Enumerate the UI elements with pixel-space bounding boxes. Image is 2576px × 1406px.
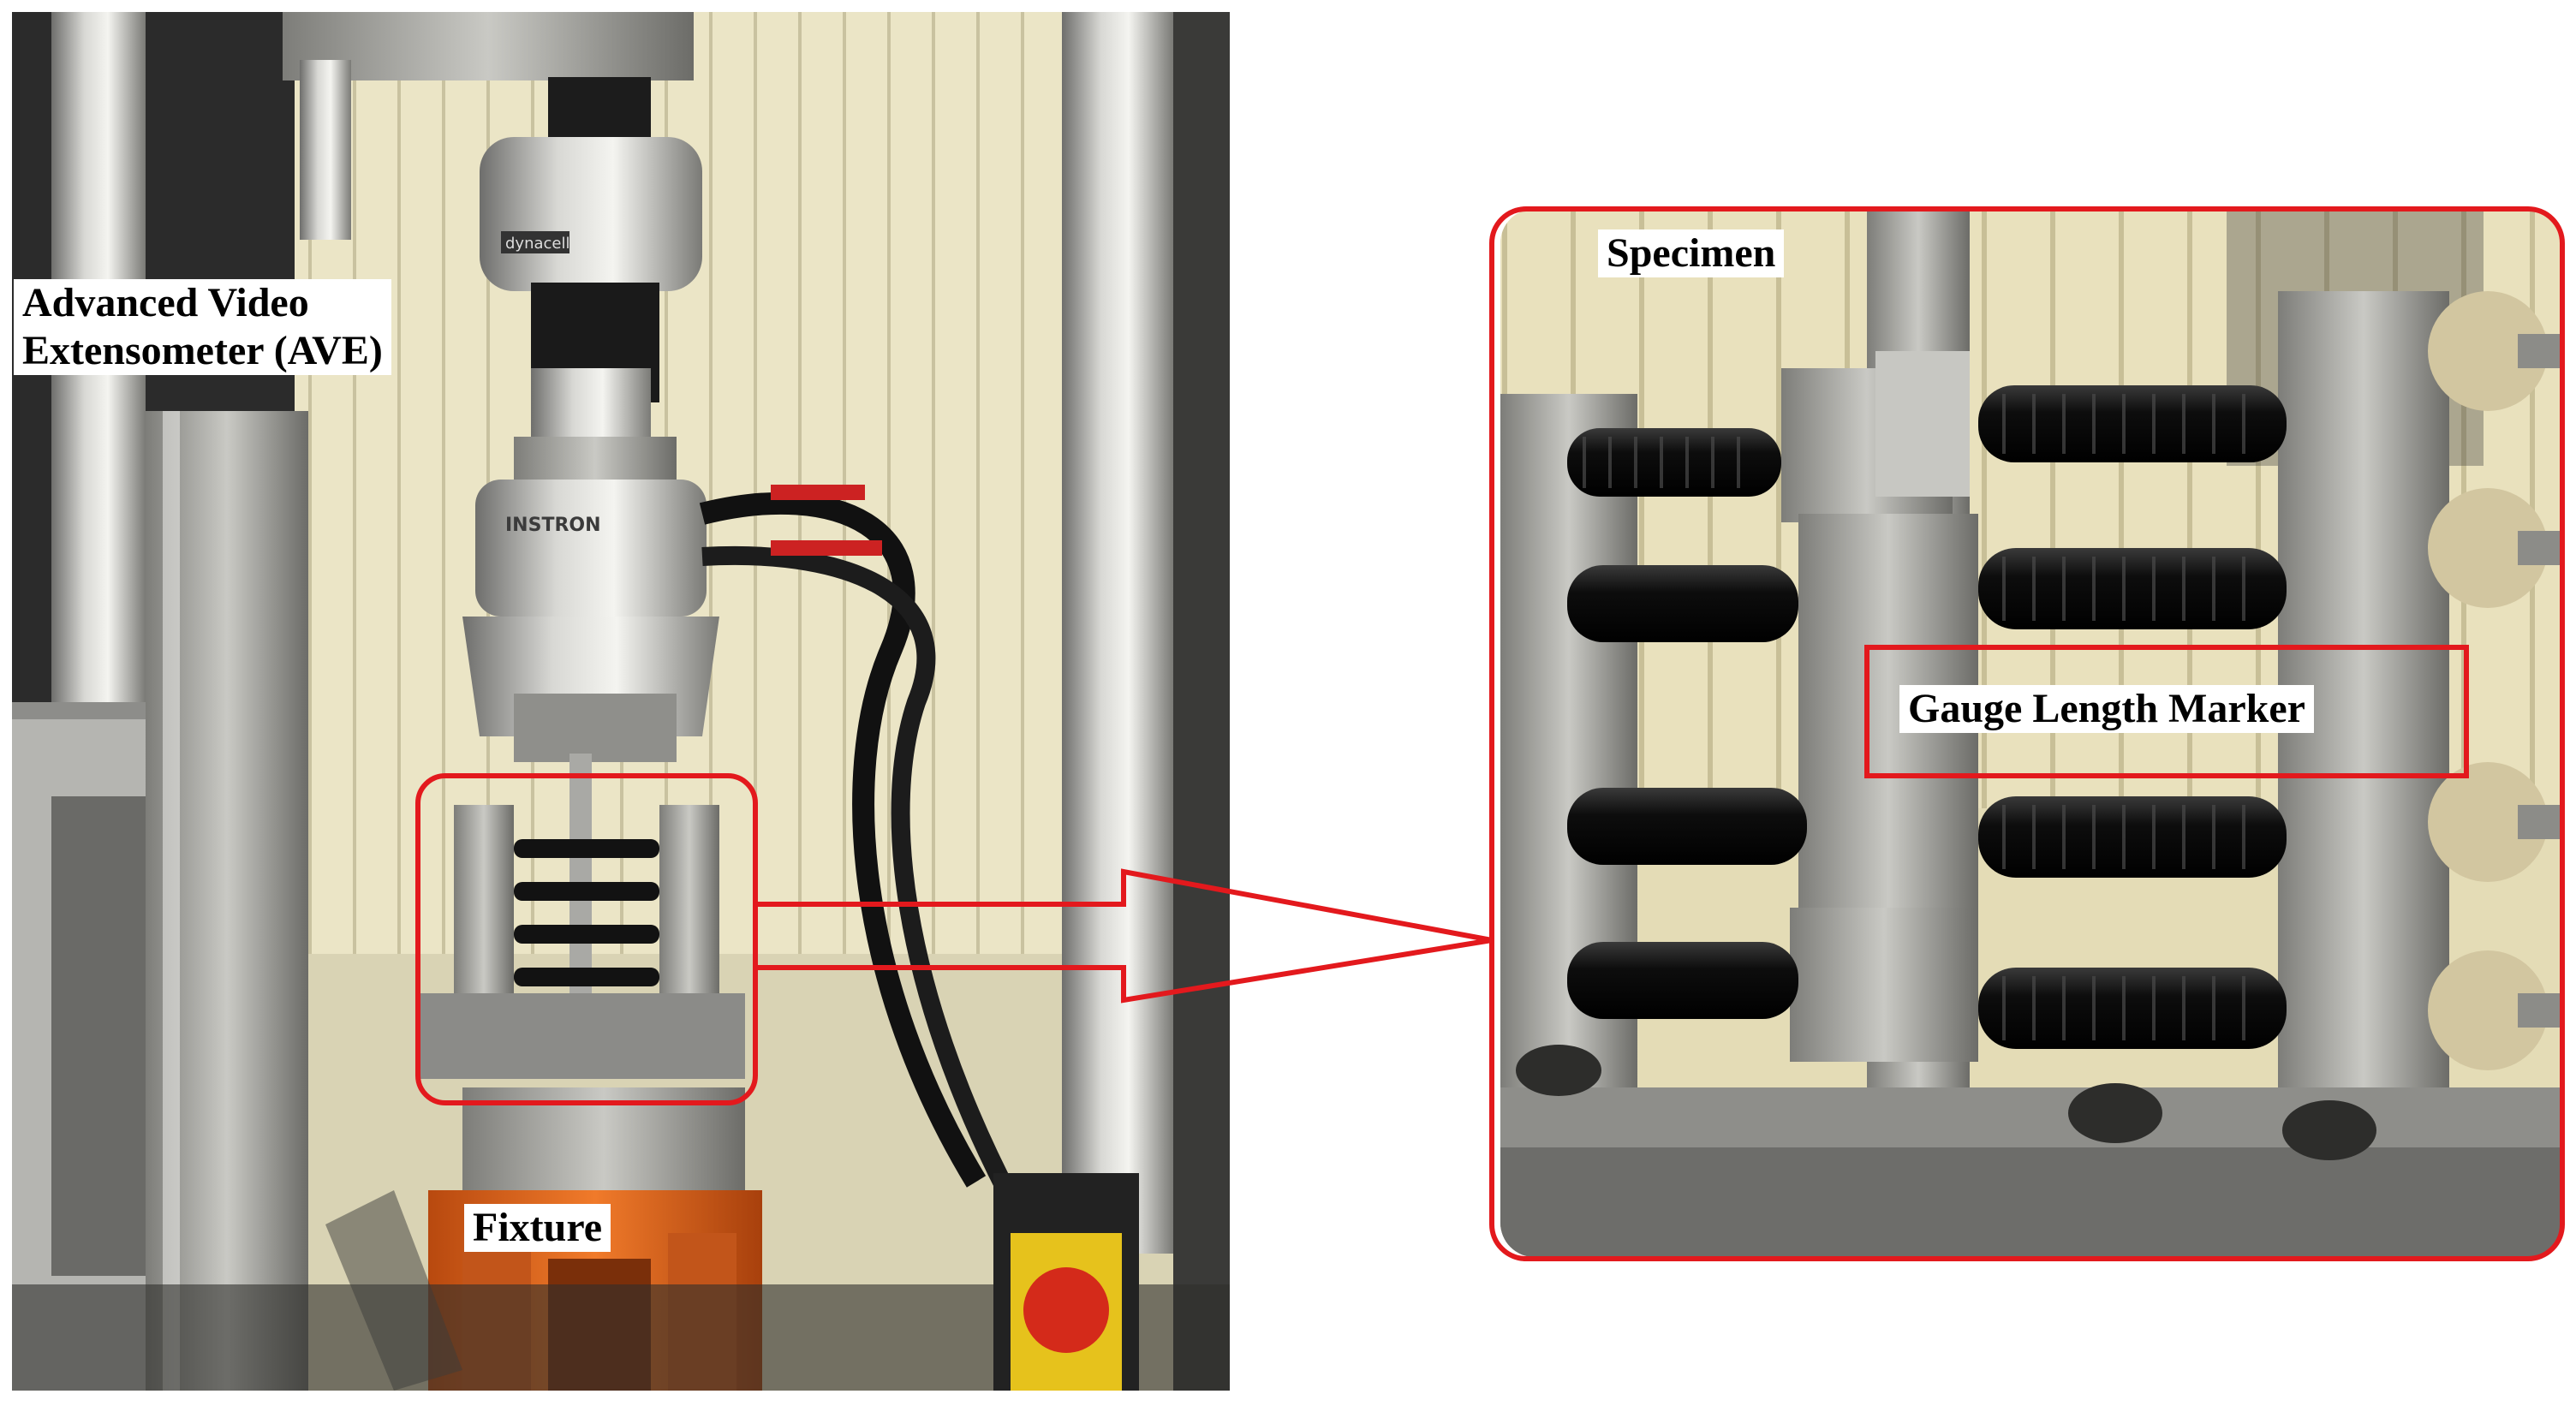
ave-label-line2: Extensometer (AVE) (22, 328, 383, 373)
springs (1567, 385, 2287, 1049)
right-zoom-frame (1489, 206, 2565, 1261)
zoom-photo (1500, 209, 2561, 1257)
bolt-heads (2428, 291, 2561, 1070)
fixture-label: Fixture (464, 1204, 611, 1252)
actuator-brand: INSTRON (505, 515, 601, 536)
load-cell-brand: dynacell (505, 235, 570, 253)
left-zoom-box (415, 773, 758, 1105)
zoom-arrow (755, 868, 1493, 1004)
ave-label-line1: Advanced Video (22, 280, 309, 325)
specimen-label: Specimen (1598, 229, 1785, 277)
gauge-length-marker-label: Gauge Length Marker (1899, 685, 2314, 733)
test-machine-photo: dynacell INSTRON (12, 12, 1230, 1391)
ave-label: Advanced Video Extensometer (AVE) (14, 279, 391, 375)
gauge-marker-box (1864, 645, 2469, 778)
callout-graphics (415, 206, 2565, 1261)
